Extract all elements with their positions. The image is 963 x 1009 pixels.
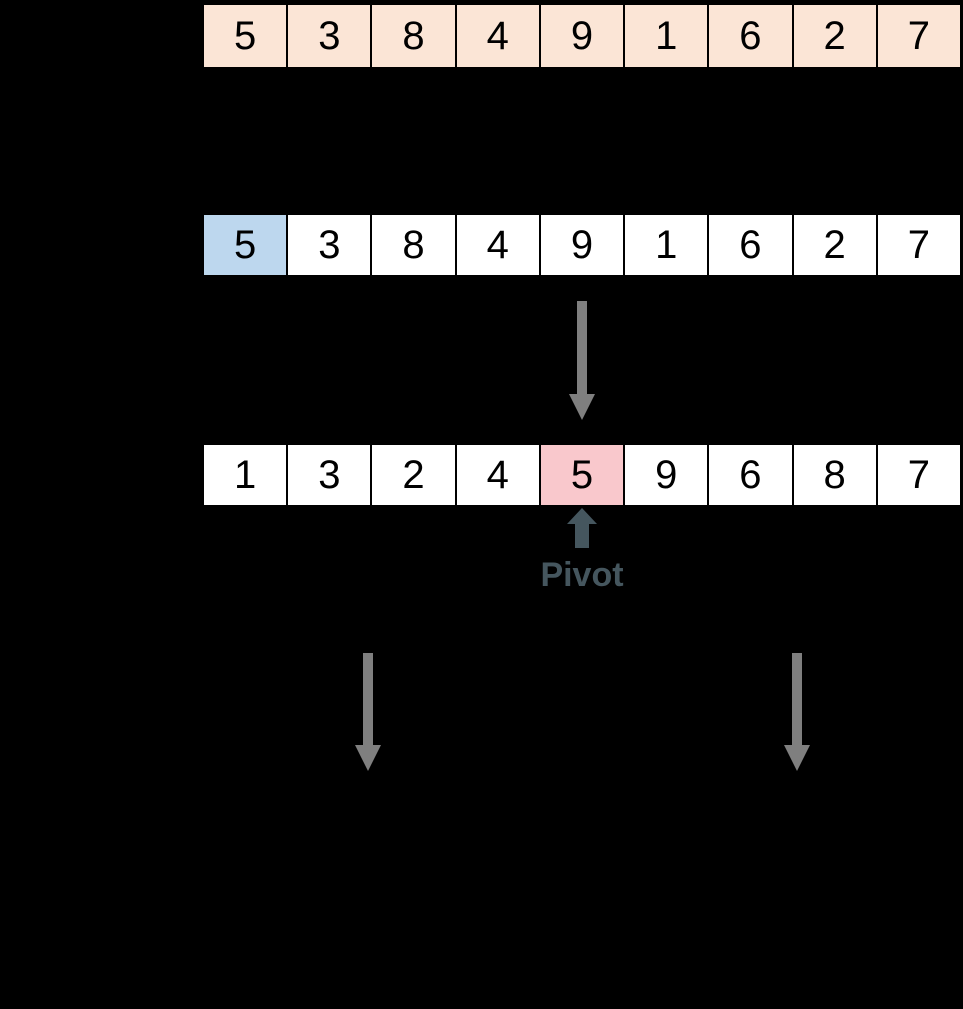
array-cell: 2	[793, 215, 876, 275]
array-cell: 2	[793, 5, 876, 67]
array-cell: 4	[456, 215, 539, 275]
array-cell: 8	[793, 445, 876, 505]
array-cell: 3	[288, 445, 371, 505]
down-arrow-icon	[784, 653, 810, 771]
down-arrow-icon	[569, 301, 595, 420]
array-cell: 9	[625, 445, 708, 505]
array-cell: 3	[288, 5, 371, 67]
array-cell: 4	[456, 5, 539, 67]
up-arrow-icon	[567, 508, 597, 548]
array-cell: 8	[372, 215, 455, 275]
array-cell: 7	[877, 445, 960, 505]
array-cell: 7	[877, 5, 960, 67]
array-cell: 2	[372, 445, 455, 505]
array-cell: 9	[540, 215, 624, 275]
array-cell: 4	[456, 445, 539, 505]
down-arrow-icon	[355, 653, 381, 771]
pivot-label: Pivot	[540, 556, 624, 594]
array-cell: 1	[204, 445, 287, 505]
array-cell: 1	[625, 5, 708, 67]
array-cell: 3	[288, 215, 371, 275]
array-cell: 9	[540, 5, 624, 67]
array-row-partitioned: 1 3 2 4 5 9 6 8 7	[204, 445, 960, 505]
array-cell: 1	[625, 215, 708, 275]
array-row-original: 5 3 8 4 9 1 6 2 7	[204, 5, 960, 67]
pivot-cell: 5	[540, 445, 624, 505]
selected-pivot-cell: 5	[204, 215, 287, 275]
array-cell: 6	[709, 5, 792, 67]
array-cell: 8	[372, 5, 455, 67]
array-cell: 7	[877, 215, 960, 275]
array-cell: 6	[709, 215, 792, 275]
array-cell: 5	[204, 5, 287, 67]
array-row-pivot-selection: 5 3 8 4 9 1 6 2 7	[204, 215, 960, 275]
array-cell: 6	[709, 445, 792, 505]
